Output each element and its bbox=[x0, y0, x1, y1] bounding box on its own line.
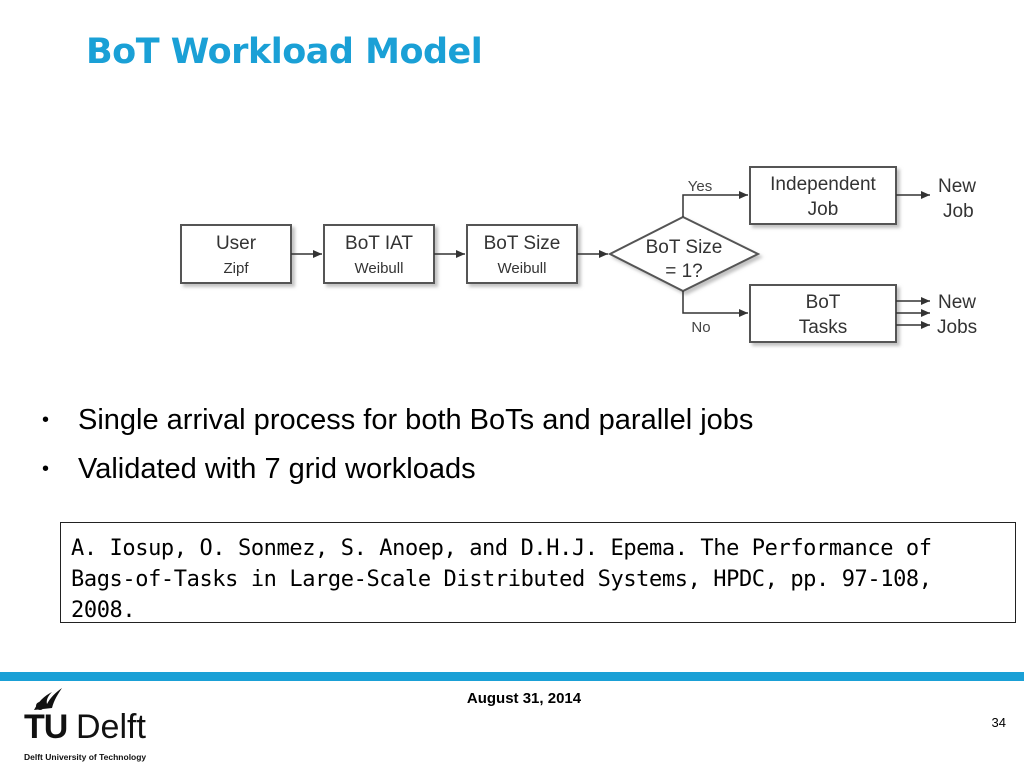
independent-job-node: Independent Job bbox=[749, 166, 897, 225]
bot-tasks-line2: Tasks bbox=[799, 317, 848, 338]
tu-delft-logo: TU Delft Delft University of Technology bbox=[24, 686, 194, 766]
bot-size-dist: Weibull bbox=[498, 260, 547, 277]
bullet-text: Single arrival process for both BoTs and… bbox=[78, 404, 754, 436]
bot-tasks-line1: BoT bbox=[806, 292, 841, 313]
arrow-yes bbox=[682, 191, 748, 217]
user-node-dist: Zipf bbox=[223, 260, 249, 277]
slide-date: August 31, 2014 bbox=[466, 690, 582, 707]
bullet-dot-icon: • bbox=[42, 458, 50, 480]
logo-subtitle: Delft University of Technology bbox=[24, 752, 147, 762]
bullet-dot-icon: • bbox=[42, 409, 50, 431]
decision-node: BoT Size = 1? bbox=[607, 215, 761, 293]
user-node-label: User bbox=[216, 233, 257, 254]
footer-accent-bar bbox=[0, 672, 1024, 681]
page-number: 34 bbox=[991, 715, 1006, 730]
bullet-list: • Single arrival process for both BoTs a… bbox=[40, 400, 753, 498]
logo-tu: TU bbox=[24, 708, 68, 746]
bullet-item: • Single arrival process for both BoTs a… bbox=[40, 400, 753, 449]
new-jobs-line1: New bbox=[938, 292, 976, 313]
workload-flowchart: User Zipf BoT IAT Weibull BoT Size Weibu… bbox=[180, 166, 977, 343]
decision-label: BoT Size bbox=[646, 237, 723, 258]
independent-job-line2: Job bbox=[808, 199, 839, 220]
branch-no-label: No bbox=[691, 319, 710, 336]
user-node: User Zipf bbox=[180, 224, 292, 284]
new-job-line1: New bbox=[938, 176, 976, 197]
decision-question: = 1? bbox=[665, 261, 703, 282]
new-job-line2: Job bbox=[943, 201, 974, 222]
arrow-no bbox=[682, 291, 748, 317]
bullet-text: Validated with 7 grid workloads bbox=[78, 453, 476, 485]
bot-iat-dist: Weibull bbox=[355, 260, 404, 277]
bot-tasks-node: BoT Tasks bbox=[749, 284, 897, 343]
bot-iat-label: BoT IAT bbox=[345, 233, 413, 254]
flame-icon bbox=[34, 688, 62, 710]
reference-citation: A. Iosup, O. Sonmez, S. Anoep, and D.H.J… bbox=[60, 522, 1016, 623]
bot-size-label: BoT Size bbox=[484, 233, 561, 254]
bot-iat-node: BoT IAT Weibull bbox=[323, 224, 435, 284]
bullet-item: • Validated with 7 grid workloads bbox=[40, 449, 753, 498]
slide-title: BoT Workload Model bbox=[86, 32, 483, 72]
bot-size-node: BoT Size Weibull bbox=[466, 224, 578, 284]
new-jobs-line2: Jobs bbox=[937, 317, 977, 338]
independent-job-line1: Independent bbox=[770, 174, 876, 195]
logo-delft: Delft bbox=[76, 708, 146, 746]
branch-yes-label: Yes bbox=[688, 178, 712, 195]
